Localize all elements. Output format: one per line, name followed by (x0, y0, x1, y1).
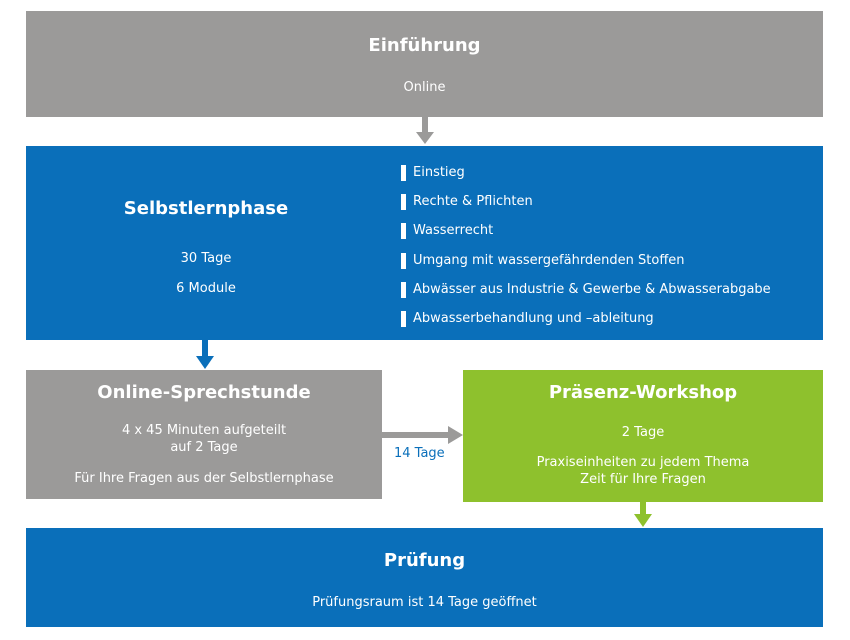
workshop-box: Präsenz-Workshop 2 Tage Praxiseinheiten … (463, 370, 823, 502)
arrow-consultation-to-workshop (382, 426, 463, 444)
bullet-bar (401, 310, 406, 327)
consultation-line2: auf 2 Tage (170, 440, 238, 455)
module-label: Abwässer aus Industrie & Gewerbe & Abwas… (413, 281, 771, 297)
bullet-bar (401, 194, 406, 211)
arrow-selfstudy-to-consultation (196, 340, 214, 369)
workshop-line2: Zeit für Ihre Fragen (580, 472, 706, 487)
intro-subtitle: Online (403, 80, 446, 95)
module-item: Rechte & Pflichten (401, 191, 771, 220)
consultation-line1: 4 x 45 Minuten aufgeteilt (121, 423, 287, 438)
bullet-bar (401, 223, 406, 240)
module-list: Einstieg Rechte & Pflichten Wasserrecht … (401, 162, 771, 337)
module-item: Einstieg (401, 162, 771, 191)
intro-box: Einführung Online (26, 11, 823, 117)
consultation-title: Online-Sprechstunde (97, 382, 311, 403)
module-label: Abwasserbehandlung und –ableitung (413, 310, 654, 326)
workshop-line1: Praxiseinheiten zu jedem Thema (536, 455, 750, 470)
arrow-intro-to-selfstudy (416, 117, 434, 144)
workshop-duration: 2 Tage (621, 425, 665, 440)
module-label: Einstieg (413, 165, 465, 180)
self-study-title: Selbstlernphase (123, 198, 289, 219)
consultation-line3: Für Ihre Fragen aus der Selbstlernphase (74, 471, 334, 486)
intro-title: Einführung (368, 35, 481, 56)
module-item: Wasserrecht (401, 220, 771, 249)
module-label: Rechte & Pflichten (413, 194, 533, 210)
module-label: Umgang mit wassergefährdenden Stoffen (413, 252, 685, 268)
exam-subtitle: Prüfungsraum ist 14 Tage geöffnet (312, 595, 537, 610)
module-item: Abwasserbehandlung und –ableitung (401, 308, 771, 337)
self-study-modules-count: 6 Module (176, 281, 236, 296)
arrow-workshop-to-exam (634, 502, 652, 527)
connector-duration-label: 14 Tage (394, 446, 445, 461)
bullet-bar (401, 252, 406, 269)
module-item: Umgang mit wassergefährdenden Stoffen (401, 250, 771, 279)
consultation-box: Online-Sprechstunde 4 x 45 Minuten aufge… (26, 370, 382, 499)
exam-title: Prüfung (383, 550, 466, 571)
module-item: Abwässer aus Industrie & Gewerbe & Abwas… (401, 279, 771, 308)
self-study-box: Selbstlernphase 30 Tage 6 Module Einstie… (26, 146, 823, 340)
workshop-title: Präsenz-Workshop (548, 382, 738, 403)
module-label: Wasserrecht (413, 223, 494, 239)
bullet-bar (401, 165, 406, 181)
exam-box: Prüfung Prüfungsraum ist 14 Tage geöffne… (26, 528, 823, 627)
bullet-bar (401, 281, 406, 298)
self-study-duration: 30 Tage (180, 251, 232, 266)
